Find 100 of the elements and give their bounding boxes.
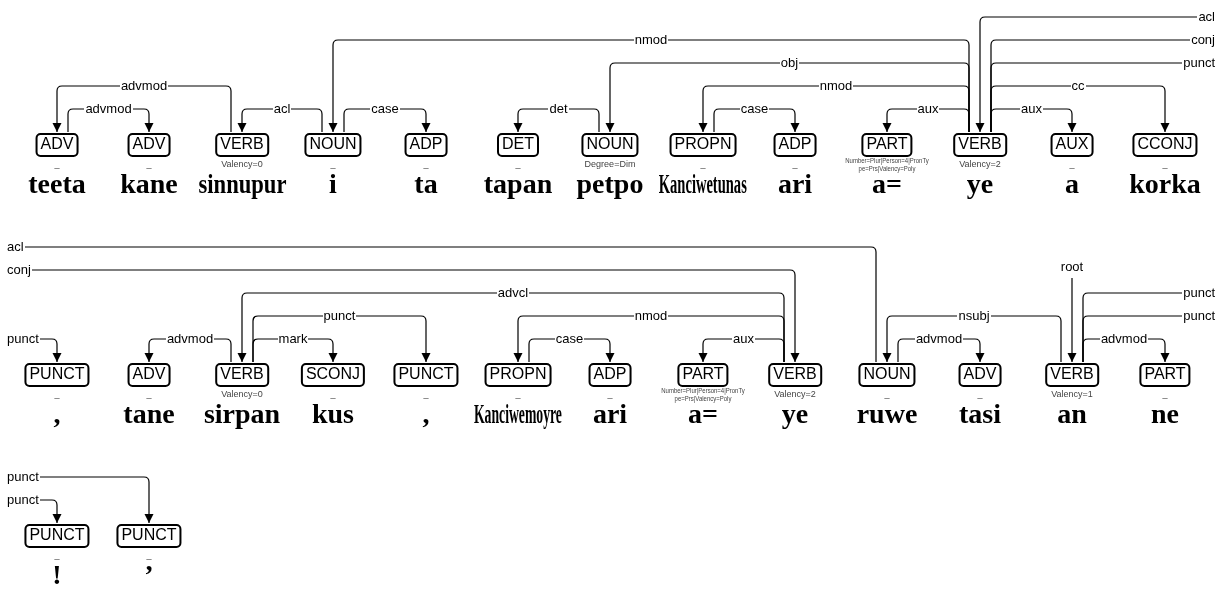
feature-text: _: [792, 159, 798, 169]
dependency-arc: [975, 16, 1198, 133]
feature-text: _: [54, 389, 60, 399]
word-text: ye: [781, 399, 809, 429]
feature-text: _: [54, 550, 60, 560]
dependency-arc: [252, 315, 431, 363]
edge-label: acl: [6, 240, 25, 254]
edge-label: advmod: [1099, 332, 1149, 346]
pos-tag: ADP: [773, 133, 817, 157]
feature-text: _: [146, 159, 152, 169]
feature-text: _: [515, 159, 521, 169]
feature-text: Degree=Dim: [584, 159, 636, 169]
feature-text: _: [54, 159, 60, 169]
pos-tag: VERB: [215, 363, 269, 387]
dependency-arc: [39, 476, 154, 524]
feature-text: _: [423, 159, 429, 169]
dependency-arc: [698, 338, 785, 363]
edge-label: punct: [6, 493, 40, 507]
word-text: tasi: [959, 399, 1001, 429]
pos-tag: PUNCT: [116, 524, 182, 548]
pos-tag: PART: [1139, 363, 1191, 387]
word-text: teeta: [28, 169, 86, 199]
pos-tag: PUNCT: [24, 524, 90, 548]
edge-label: acl: [272, 102, 292, 116]
edge-label: conj: [1190, 33, 1216, 47]
edge-label: nmod: [633, 33, 669, 47]
word-text: korka: [1129, 169, 1201, 199]
edge-label: nsubj: [957, 309, 991, 323]
pos-tag: ADP: [588, 363, 632, 387]
feature-text: Valency=1: [1051, 389, 1093, 399]
feature-text: Valency=2: [959, 159, 1001, 169]
edge-label: mark: [277, 332, 309, 346]
word-text: kus: [311, 399, 354, 429]
edge-label: punct: [6, 470, 40, 484]
word-text: kane: [120, 169, 178, 199]
word-text: ta: [414, 169, 438, 199]
edge-label: acl: [1197, 10, 1216, 24]
pos-tag: PART: [861, 133, 913, 157]
dependency-arc: [990, 108, 1077, 133]
edge-label: root: [1059, 260, 1085, 274]
feature-text: Valency=0: [221, 389, 263, 399]
dependency-arc: [39, 338, 62, 363]
edge-label: conj: [6, 263, 32, 277]
feature-text: _: [330, 159, 336, 169]
edge-label: advmod: [914, 332, 964, 346]
dependency-arc: [31, 269, 800, 363]
dependency-arc: [24, 246, 877, 363]
word-text: ruwe: [856, 399, 918, 429]
edge-label: punct: [322, 309, 357, 323]
word-text: ye: [966, 169, 994, 199]
word-text: i: [329, 169, 337, 199]
pos-tag: ADV: [958, 363, 1002, 387]
dependency-arc: [513, 108, 600, 133]
pos-tag: VERB: [215, 133, 269, 157]
feature-text: _: [607, 389, 613, 399]
feature-text: _: [884, 389, 890, 399]
edge-label: advmod: [119, 79, 169, 93]
edge-label: nmod: [818, 79, 854, 93]
word-text: sinnupur: [198, 169, 286, 199]
word-text: !: [52, 560, 62, 590]
edge-label: obj: [779, 56, 800, 70]
feature-text: _: [700, 159, 706, 169]
edge-label: advcl: [496, 286, 530, 300]
dependency-arc: [39, 499, 62, 524]
pos-tag: PUNCT: [393, 363, 459, 387]
word-text: ari: [777, 169, 813, 199]
pos-tag: PART: [677, 363, 729, 387]
feature-text: _: [146, 550, 152, 560]
edge-label: nmod: [633, 309, 669, 323]
feature-text: Valency=2: [774, 389, 816, 399]
edge-label: advmod: [84, 102, 133, 116]
word-text: an: [1057, 399, 1087, 429]
dependency-arc: [328, 39, 970, 133]
pos-tag: CCONJ: [1132, 133, 1198, 157]
word-text: tane: [123, 399, 175, 429]
feature-text: _: [423, 389, 429, 399]
word-text: Kanciwemoyre: [474, 399, 562, 429]
feature-text: _: [977, 389, 983, 399]
dependency-arc: [990, 85, 1170, 133]
pos-tag: DET: [497, 133, 539, 157]
dependency-arc: [605, 62, 970, 133]
feature-text: _: [146, 389, 152, 399]
feature-text: _: [330, 389, 336, 399]
pos-tag: PUNCT: [24, 363, 90, 387]
feature-text: _: [1162, 159, 1168, 169]
pos-tag: VERB: [1045, 363, 1099, 387]
dependency-arc: [1067, 277, 1077, 363]
edge-label: punct: [1182, 286, 1216, 300]
word-text: ,: [422, 399, 430, 429]
edge-label: det: [548, 102, 569, 116]
word-text: ’: [144, 560, 154, 590]
feature-text: _: [1162, 389, 1168, 399]
edge-label: advmod: [165, 332, 215, 346]
pos-tag: VERB: [768, 363, 822, 387]
word-text: tapan: [483, 169, 553, 199]
pos-tag: ADV: [127, 363, 171, 387]
word-text: petpo: [576, 169, 644, 199]
pos-tag: PROPN: [484, 363, 552, 387]
dependency-arc: [698, 85, 970, 133]
dependency-arc: [513, 315, 785, 363]
